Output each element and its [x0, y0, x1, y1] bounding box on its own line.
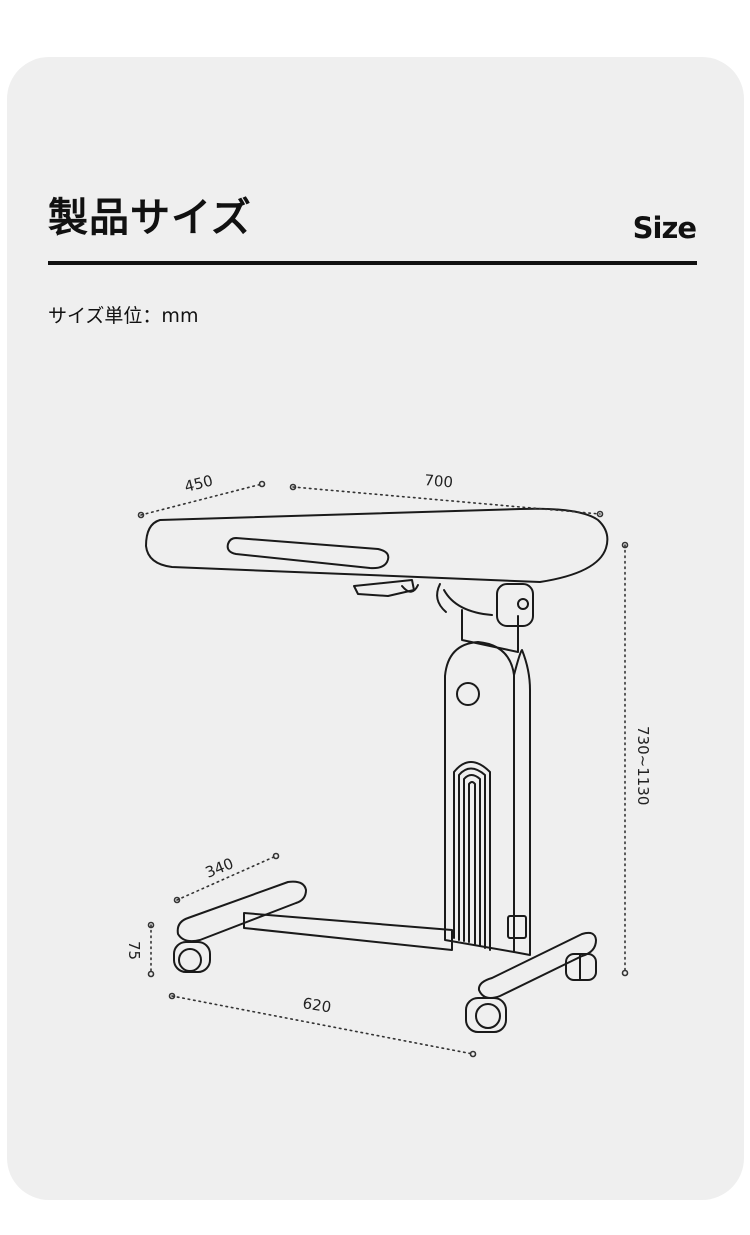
handle-slot	[226, 537, 390, 570]
right-foot	[477, 931, 597, 999]
left-foot	[176, 880, 307, 943]
caster-rear-right	[565, 953, 597, 981]
dim-label-base-width: 620	[301, 994, 332, 1016]
dim-line-base-depth	[176, 855, 277, 901]
content-card	[7, 57, 744, 1200]
dim-line-base-width	[171, 995, 474, 1055]
title-divider	[48, 261, 697, 265]
table-top	[145, 507, 609, 583]
column-grooves	[453, 761, 491, 951]
dim-label-height: 730~1130	[634, 726, 652, 805]
dim-line-depth	[140, 483, 263, 516]
height-button	[456, 682, 480, 706]
dim-label-caster: 75	[125, 941, 143, 960]
caster-front-left	[173, 941, 211, 973]
upper-column	[461, 609, 519, 653]
tilt-lever	[353, 579, 415, 597]
dim-label-width: 700	[424, 471, 454, 491]
caster-front-right	[465, 997, 507, 1033]
unit-label: サイズ単位：mm	[48, 305, 199, 327]
base-beam	[243, 912, 453, 951]
page-title-english: Size	[632, 211, 697, 245]
dim-line-width	[292, 486, 601, 515]
dim-label-depth: 450	[183, 471, 215, 495]
mount-bracket	[496, 583, 534, 627]
dim-label-base-depth: 340	[203, 854, 236, 881]
page-title: 製品サイズ	[48, 195, 252, 241]
